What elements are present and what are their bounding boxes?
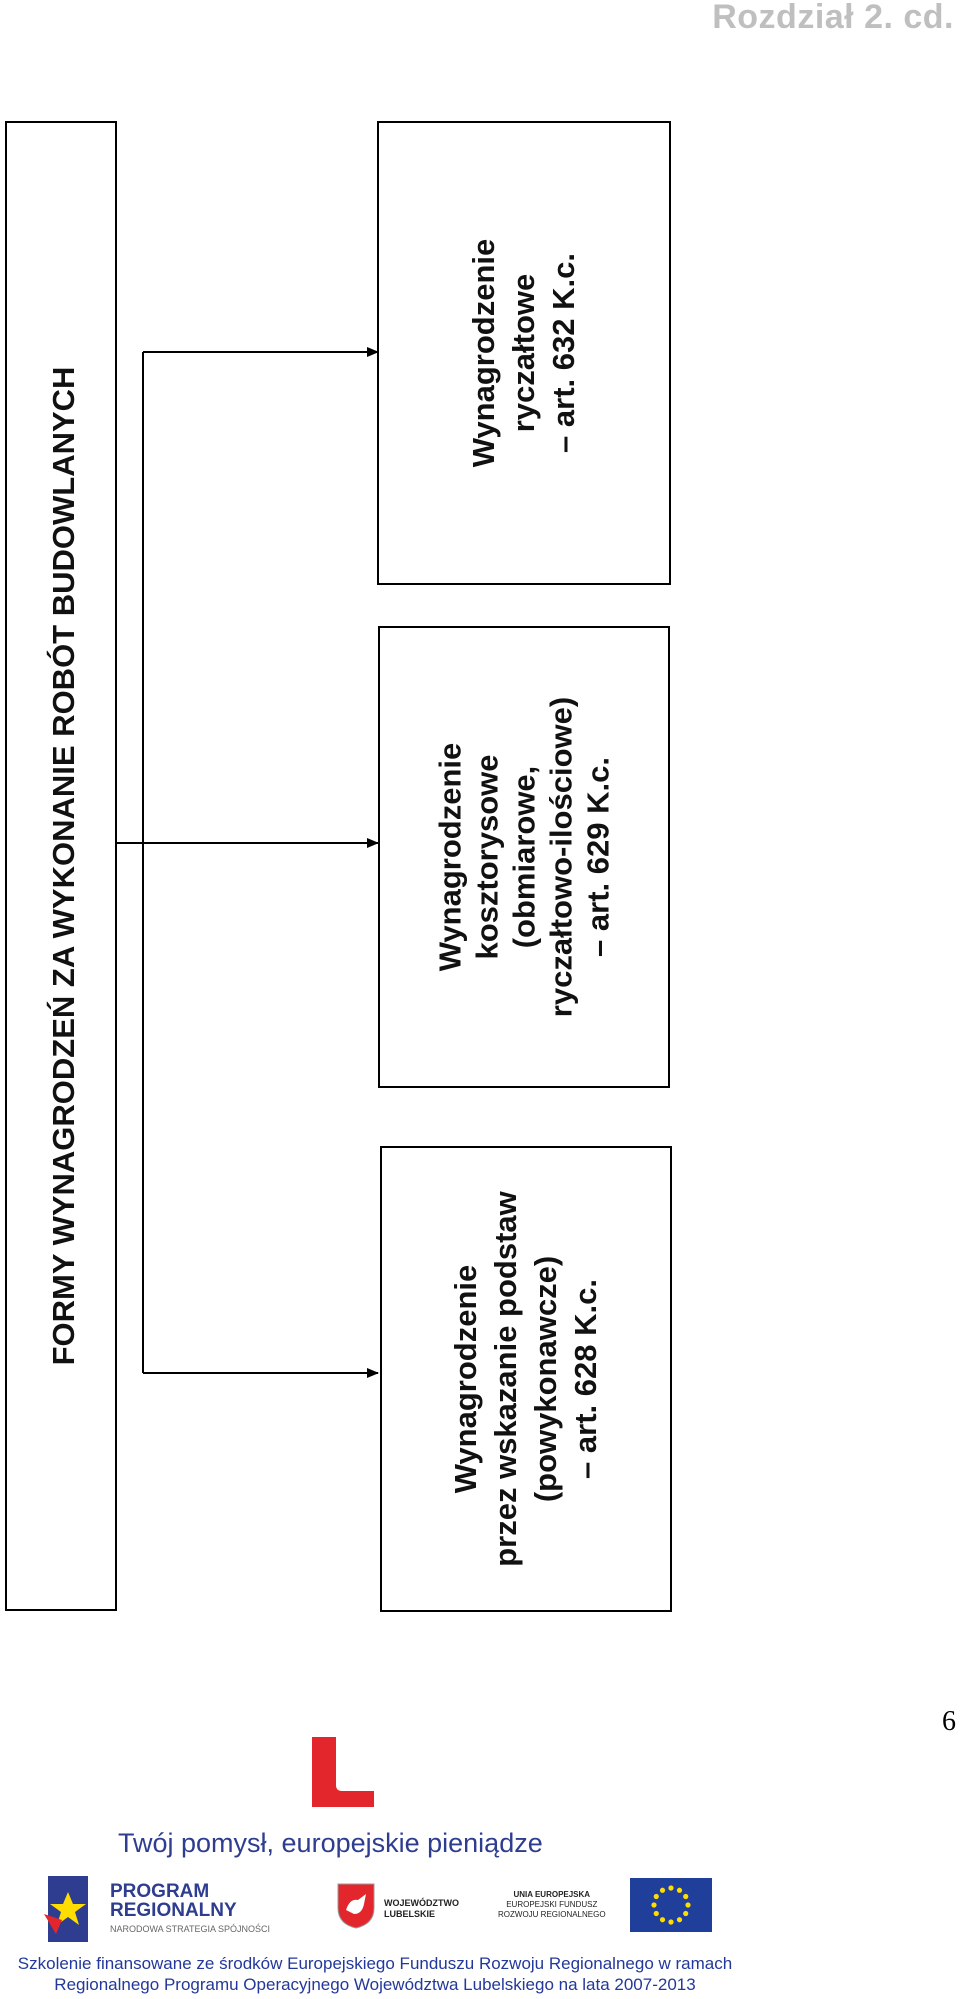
box-lump-sum — [377, 121, 671, 585]
box-post-completion-line-3: (powykonawcze) — [528, 1255, 563, 1503]
eu-text-logo: UNIA EUROPEJSKA EUROPEJSKI FUNDUSZ ROZWO… — [498, 1890, 606, 1920]
box-cost-estimate-line-1: Wynagrodzenie — [432, 742, 468, 972]
footer-note: Szkolenie finansowane ze środków Europej… — [0, 1953, 960, 1995]
voivodeship-logo: WOJEWÓDZTWO LUBELSKIE — [384, 1898, 459, 1920]
box-cost-estimate-line-5: – art. 629 K.c. — [580, 757, 616, 957]
eu-star — [683, 1910, 689, 1917]
box-post-completion-line-2: przez wskazanie podstaw — [488, 1191, 523, 1567]
eu-star — [659, 1917, 666, 1923]
eu-star — [683, 1893, 689, 1900]
program-regional-logo: PROGRAM REGIONALNY NARODOWA STRATEGIA SP… — [110, 1882, 270, 1939]
regional-word: REGIONALNY — [110, 1900, 237, 1921]
voivodeship-line-1: WOJEWÓDZTWO — [384, 1898, 459, 1908]
voivodeship-line-2: LUBELSKIE — [384, 1909, 436, 1919]
eu-star — [651, 1902, 657, 1908]
eu-star — [676, 1917, 683, 1923]
slogan: Twój pomysł, europejskie pieniądze — [118, 1828, 543, 1858]
box-post-completion-line-4: – art. 628 K.c. — [568, 1279, 603, 1479]
eu-star — [659, 1887, 666, 1893]
title-box — [5, 121, 117, 1611]
remuneration-diagram: FORMY WYNAGRODZEŃ ZA WYKONANIE ROBÓT BUD… — [5, 121, 671, 1611]
box-lump-sum-line-2: ryczałtowe — [506, 273, 541, 433]
footer-line-1: Szkolenie finansowane ze środków Europej… — [17, 1954, 733, 1973]
box-cost-estimate-label: Wynagrodzenie kosztorysowe (obmiarowe, r… — [432, 642, 617, 1072]
box-cost-estimate-line-4: ryczałtowo-ilościowe) — [543, 696, 579, 1018]
box-lump-sum-line-3: – art. 632 K.c. — [546, 253, 581, 453]
eu-line-2: EUROPEJSKI FUNDUSZ — [506, 1900, 598, 1909]
box-post-completion-line-1: Wynagrodzenie — [448, 1264, 483, 1494]
eu-star — [668, 1885, 674, 1891]
eu-star — [653, 1910, 659, 1917]
funding-logos: PROGRAM REGIONALNY NARODOWA STRATEGIA SP… — [0, 1860, 960, 1960]
box-cost-estimate-line-2: kosztorysowe — [469, 754, 505, 960]
eu-line-1: UNIA EUROPEJSKA — [513, 1890, 591, 1899]
box-cost-estimate-line-3: (obmiarowe, — [506, 765, 542, 949]
box-lump-sum-line-1: Wynagrodzenie — [466, 238, 501, 468]
page-number: 6 — [942, 1706, 956, 1737]
eu-star — [685, 1902, 691, 1908]
voivodeship-crest-icon — [337, 1883, 375, 1929]
eu-star — [668, 1919, 674, 1925]
eu-flag-icon — [630, 1878, 712, 1932]
box-post-completion-label: Wynagrodzenie przez wskazanie podstaw (p… — [446, 1159, 606, 1599]
lubelskie-l-logo — [312, 1737, 374, 1807]
program-word: PROGRAM — [110, 1881, 210, 1902]
connector-lines — [116, 347, 379, 1378]
box-lump-sum-label: Wynagrodzenie ryczałtowe – art. 632 K.c. — [464, 143, 584, 563]
section-header: Rozdział 2. cd. — [712, 0, 954, 36]
eu-star — [676, 1887, 683, 1893]
eu-star — [653, 1893, 659, 1900]
diagram-title: FORMY WYNAGRODZEŃ ZA WYKONANIE ROBÓT BUD… — [45, 367, 81, 1366]
eu-line-3: ROZWOJU REGIONALNEGO — [498, 1910, 606, 1919]
box-cost-estimate — [378, 626, 670, 1088]
program-star-icon — [44, 1876, 88, 1942]
footer-line-2: Regionalnego Programu Operacyjnego Wojew… — [54, 1975, 696, 1994]
strategy-word: NARODOWA STRATEGIA SPÓJNOŚCI — [110, 1924, 271, 1934]
box-post-completion — [380, 1146, 672, 1612]
